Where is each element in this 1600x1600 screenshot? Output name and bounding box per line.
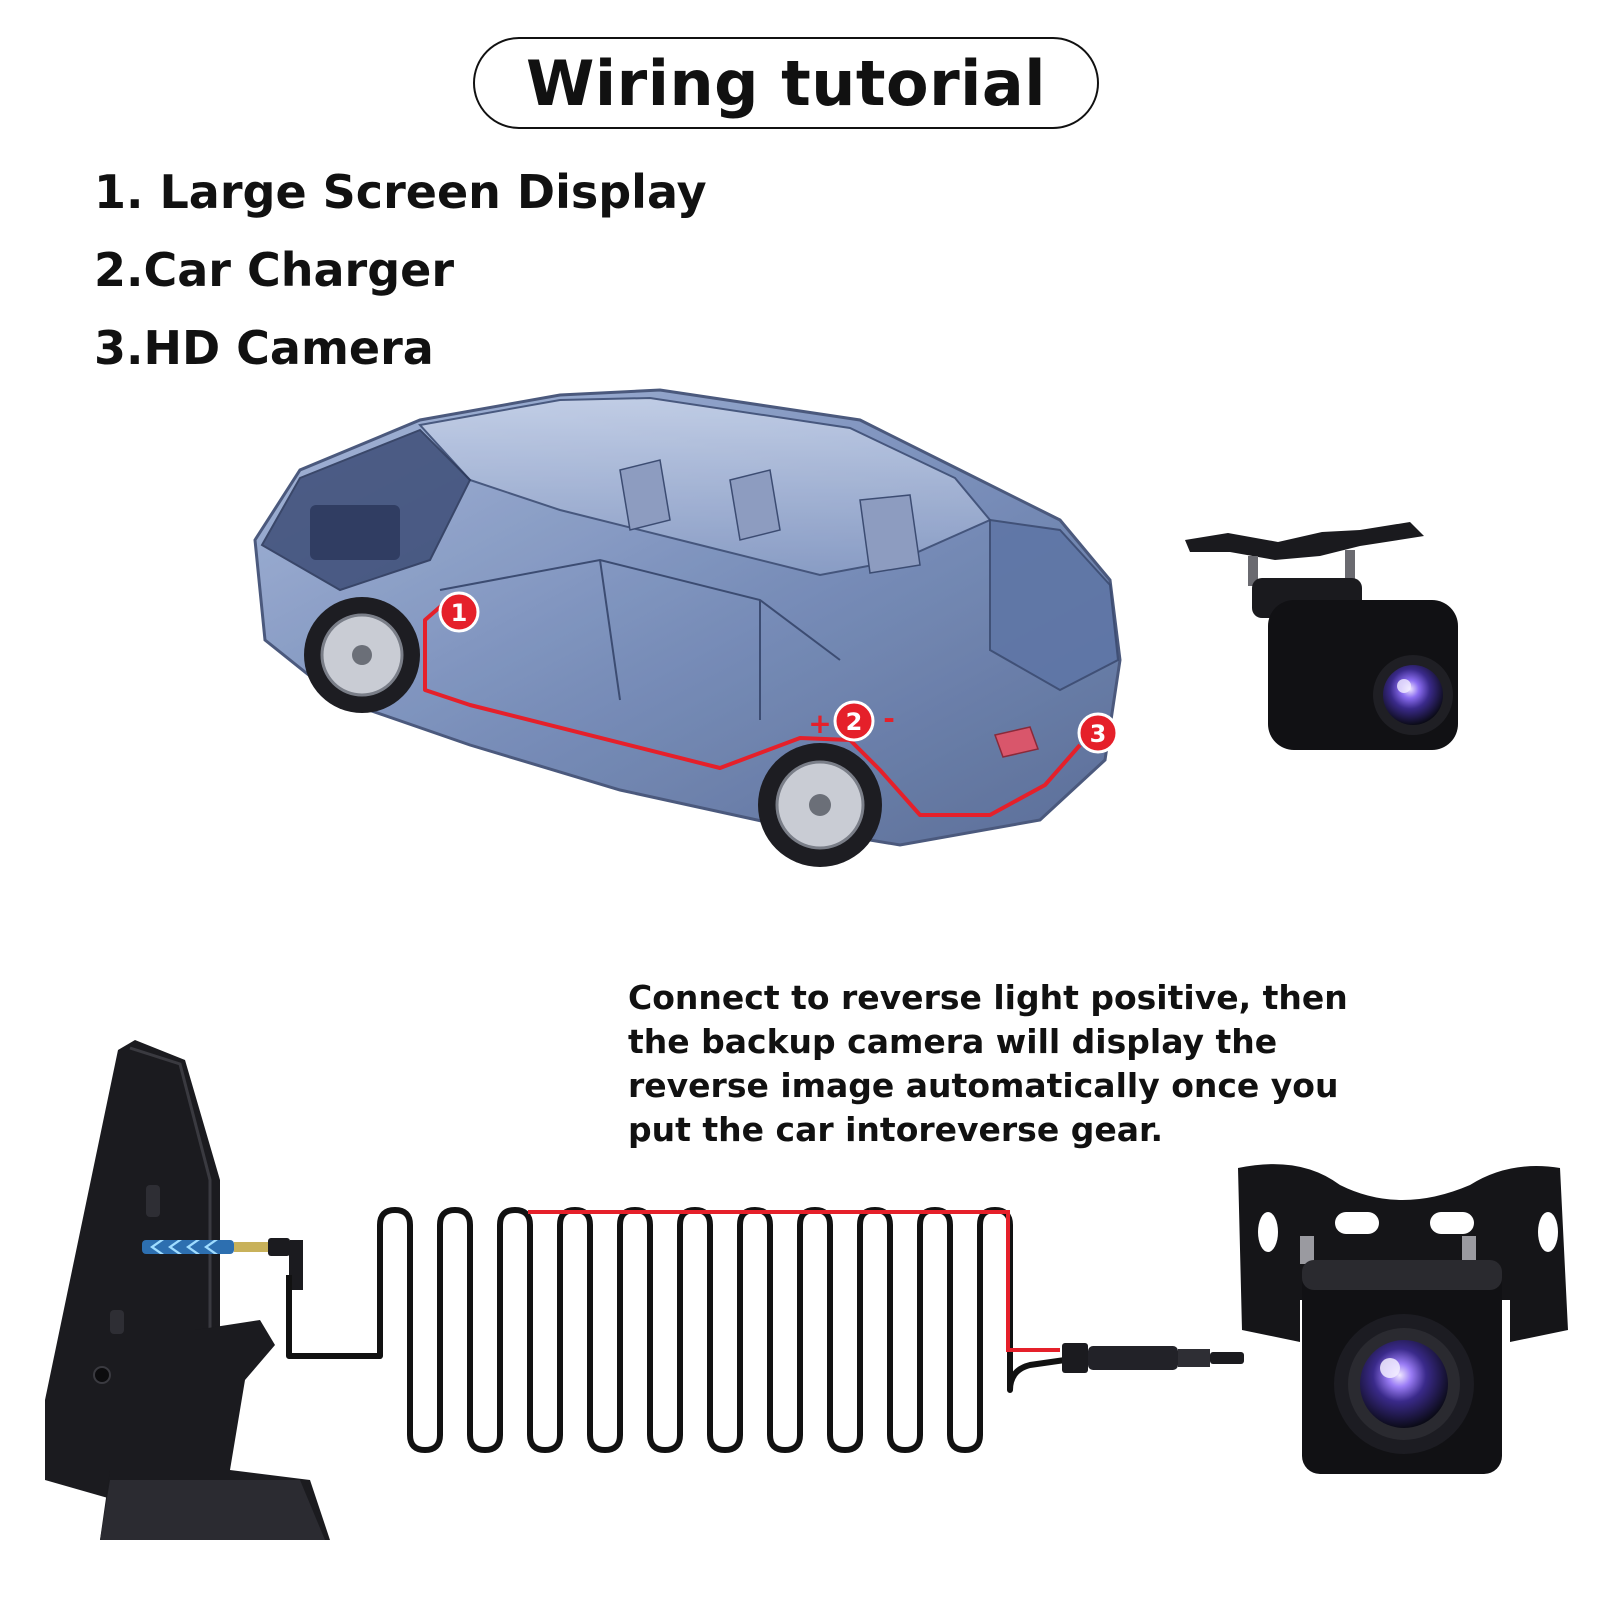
reverse-light-wire <box>528 1210 1060 1352</box>
cable-to-coil <box>286 1225 383 1359</box>
svg-text:2: 2 <box>846 708 863 736</box>
marker-1: 1 <box>438 591 480 633</box>
car-roof-glass <box>418 396 992 577</box>
list-item-car-charger: 2.Car Charger <box>94 243 455 297</box>
page-title: Wiring tutorial <box>526 46 1046 120</box>
svg-text:3: 3 <box>1090 720 1107 748</box>
hd-camera <box>1238 1164 1568 1474</box>
aux-jack <box>142 1238 303 1290</box>
engine-block <box>310 505 400 560</box>
seat-shapes <box>619 459 921 574</box>
minus-sign: - <box>883 702 895 735</box>
svg-text:1: 1 <box>451 599 468 627</box>
camera-connector <box>1062 1343 1244 1373</box>
component-list: 1. Large Screen Display 2.Car Charger 3.… <box>94 160 707 394</box>
wiring-route <box>423 598 1082 817</box>
list-item-large-screen-display: 1. Large Screen Display <box>94 165 707 219</box>
title-pill: Wiring tutorial <box>473 37 1099 129</box>
plus-sign: + <box>808 707 831 740</box>
tail-light <box>994 726 1039 758</box>
front-wheel <box>304 597 420 713</box>
rear-wheel <box>758 743 882 867</box>
coiled-cable <box>377 1207 1066 1453</box>
camera-small <box>1185 522 1458 750</box>
large-screen-display <box>45 1040 330 1540</box>
list-item-hd-camera: 3.HD Camera <box>94 321 434 375</box>
car-trunk <box>989 518 1120 692</box>
marker-2: 2 + - <box>808 700 895 742</box>
reverse-light-note: Connect to reverse light positive, then … <box>628 978 1348 1149</box>
door-lines <box>439 558 841 720</box>
marker-3: 3 <box>1077 712 1119 754</box>
